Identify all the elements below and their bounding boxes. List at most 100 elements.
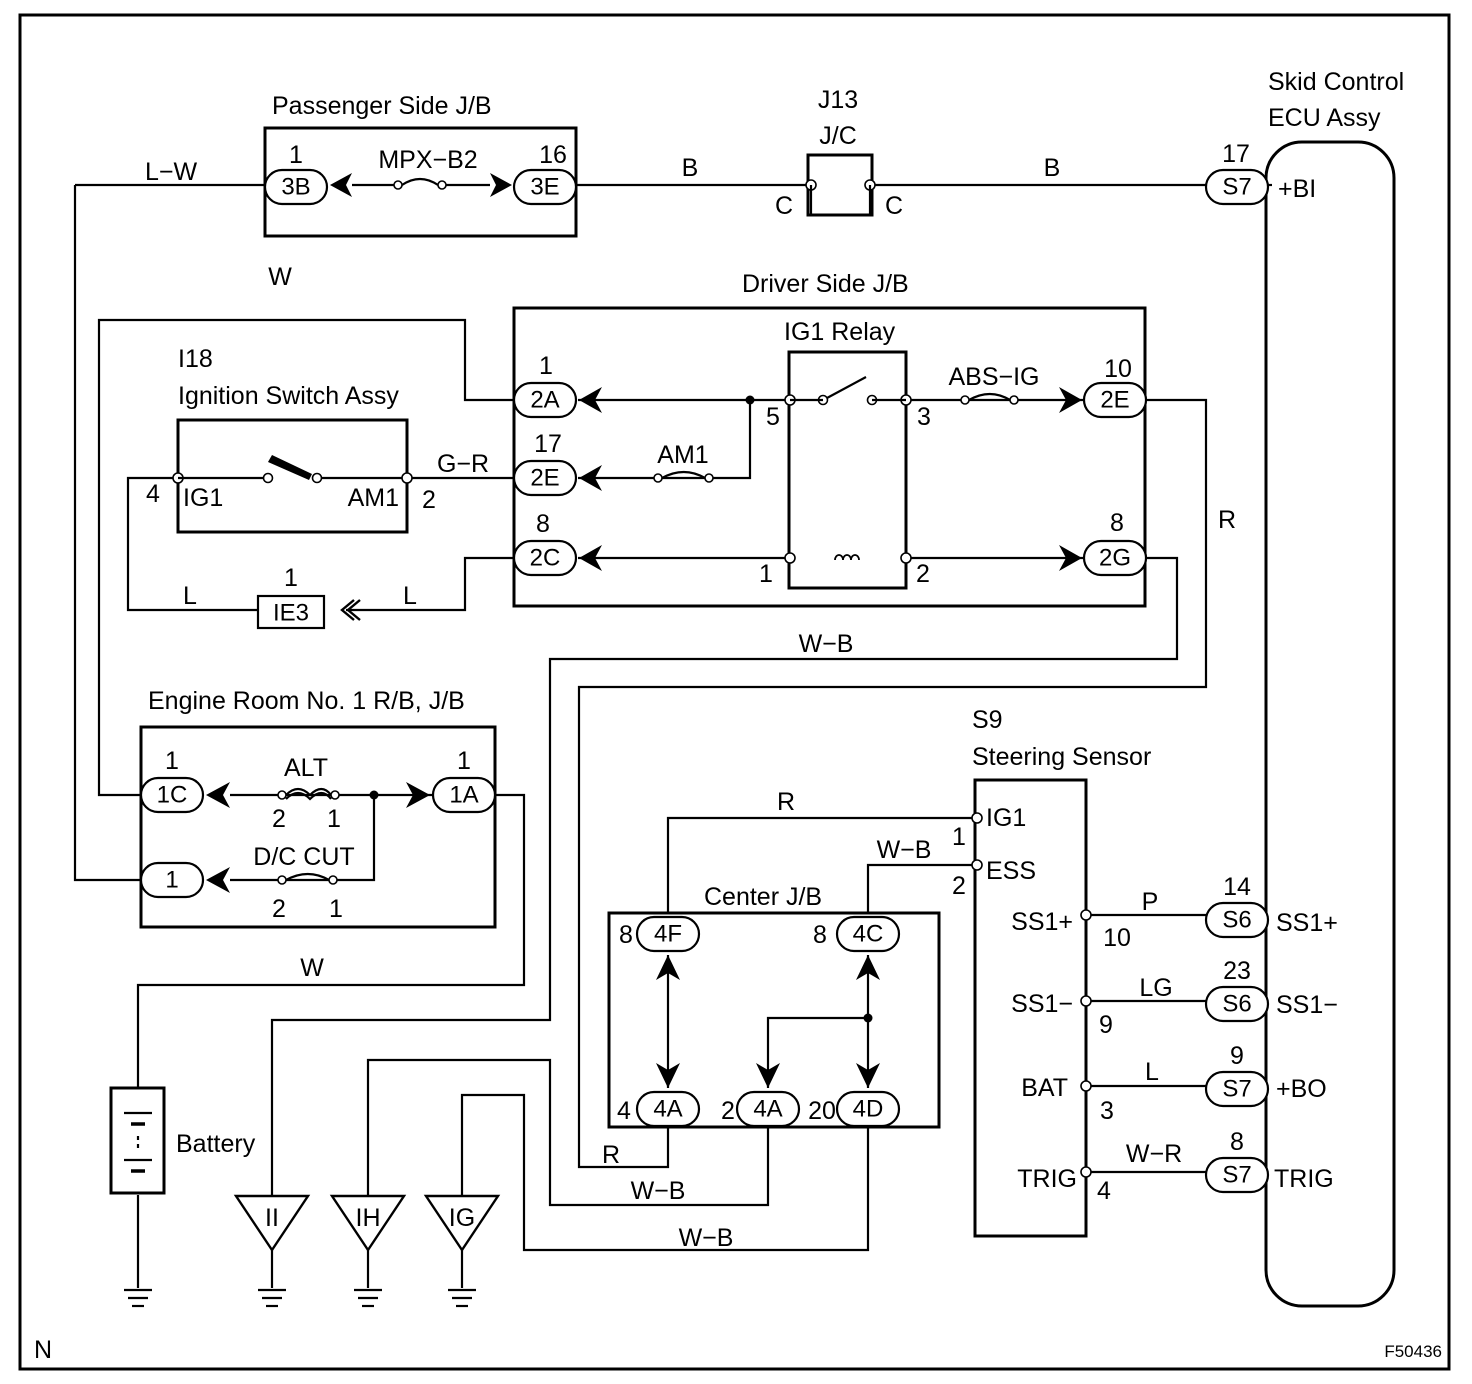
skid-ecu-title-line2: ECU Assy [1268,104,1381,132]
arrow-2C [579,545,602,571]
svg-text:W: W [268,263,292,291]
arrow-4A-right [756,1063,780,1088]
svg-text:TRIG: TRIG [1017,1165,1077,1193]
ignition-switch-box [176,418,409,534]
svg-text:L: L [183,582,197,610]
svg-text:9: 9 [1099,1011,1113,1039]
svg-text:9: 9 [1230,1042,1244,1070]
svg-text:C: C [775,192,793,220]
svg-text:20: 20 [808,1097,836,1125]
svg-text:R: R [602,1141,620,1169]
ground-IH-label: IH [356,1204,381,1232]
arrow-3E [490,173,512,197]
svg-text:1: 1 [165,747,179,775]
svg-text:3: 3 [917,403,931,431]
engine-room-jb-title: Engine Room No. 1 R/B, J/B [148,687,465,715]
fuse-am1-icon [653,473,663,483]
center-jb-title: Center J/B [704,883,822,911]
ig1-relay-contacts [784,376,912,564]
svg-text:4: 4 [617,1097,631,1125]
connector-1A [431,776,497,814]
connector-4D [835,1090,901,1128]
svg-text:L: L [403,582,417,610]
svg-text:B: B [1044,154,1061,182]
j13-jc-box [806,153,874,217]
connector-3E-label: 3E [530,174,559,201]
svg-text:SS1+: SS1+ [1011,908,1073,936]
ground-IG-label: IG [449,1204,475,1232]
connector-1C [139,776,205,814]
svg-text:14: 14 [1223,873,1251,901]
ig1-relay-title: IG1 Relay [784,318,896,346]
svg-text:W−B: W−B [799,630,854,658]
svg-text:1: 1 [539,352,553,380]
svg-text:L−W: L−W [145,158,198,186]
connector-2E-left [512,459,578,497]
svg-text:IG1: IG1 [183,484,223,512]
arrow-1C [206,782,230,808]
svg-text:17: 17 [534,430,562,458]
terminal-numbers: 1 16 17 14 23 9 8 1 17 8 10 8 5 3 1 2 4 … [146,140,1251,1205]
connector-2E-left-label: 2E [530,465,559,492]
connector-2C-label: 2C [530,545,561,572]
arrow-4F-bottom [656,1063,680,1088]
ground-II-label: II [265,1204,279,1232]
svg-text:2: 2 [272,805,286,833]
connector-S6-ss1m-label: S6 [1222,991,1251,1018]
connector-1 [139,861,205,899]
arrow-2E-left [579,465,602,491]
connector-2A-label: 2A [530,387,559,414]
j13-name: J/C [819,122,857,150]
pin-names: IG1 AM1 IG1 ESS SS1+ SS1− BAT TRIG +BI S… [183,175,1338,1193]
ignition-switch-title: Ignition Switch Assy [178,382,399,410]
svg-text:C: C [885,192,903,220]
connector-4A-left [635,1090,701,1128]
connector-4F [635,915,701,953]
connector-S7-bi-label: S7 [1222,174,1251,201]
svg-text:3: 3 [1100,1097,1114,1125]
driver-jb-title: Driver Side J/B [742,270,909,298]
connector-4F-label: 4F [654,921,682,948]
connector-2G-label: 2G [1099,545,1131,572]
connector-2E-right [1082,381,1148,419]
connector-1A-label: 1A [449,782,478,809]
connector-2E-right-label: 2E [1100,387,1129,414]
svg-text:2: 2 [916,560,930,588]
connector-S7-bo [1204,1070,1270,1108]
svg-text:LG: LG [1139,974,1172,1002]
fuse-dc-cut-label: D/C CUT [253,843,354,871]
skid-ecu-box [1264,140,1396,1308]
svg-text:2: 2 [422,486,436,514]
connector-S6-ss1p [1204,901,1270,939]
junction-relay5 [745,395,755,405]
engine-room-jb-box [139,725,497,929]
fuse-abs-ig-label: ABS−IG [948,363,1039,391]
fuse-dc-cut-icon [277,875,287,885]
passenger-jb-title: Passenger Side J/B [272,92,492,120]
svg-text:W: W [300,954,324,982]
connector-4A-right-label: 4A [753,1096,782,1123]
steering-sensor-title: Steering Sensor [972,743,1151,771]
arrow-2G [1059,545,1082,571]
svg-text:10: 10 [1103,924,1131,952]
connector-2C [512,539,578,577]
relay-coil-icon [834,554,860,561]
connector-S7-trig-label: S7 [1222,1162,1251,1189]
driver-jb-box [512,306,1147,608]
svg-text:17: 17 [1222,140,1250,168]
svg-text:IG1: IG1 [986,804,1026,832]
svg-text:W−B: W−B [631,1177,686,1205]
connector-S7-bi [1204,168,1270,206]
steering-sensor-code: S9 [972,706,1003,734]
battery-label: Battery [176,1130,256,1158]
svg-text:L: L [1145,1058,1159,1086]
connector-3B-label: 3B [281,174,310,201]
svg-text:8: 8 [536,510,550,538]
arrow-4D-bottom [856,1063,880,1088]
arrow-2E-right [1059,387,1082,413]
svg-text:W−B: W−B [877,836,932,864]
svg-text:4: 4 [1097,1177,1111,1205]
wires [73,183,1272,1288]
connector-S6-ss1p-label: S6 [1222,907,1251,934]
corner-marker: N [34,1336,52,1364]
